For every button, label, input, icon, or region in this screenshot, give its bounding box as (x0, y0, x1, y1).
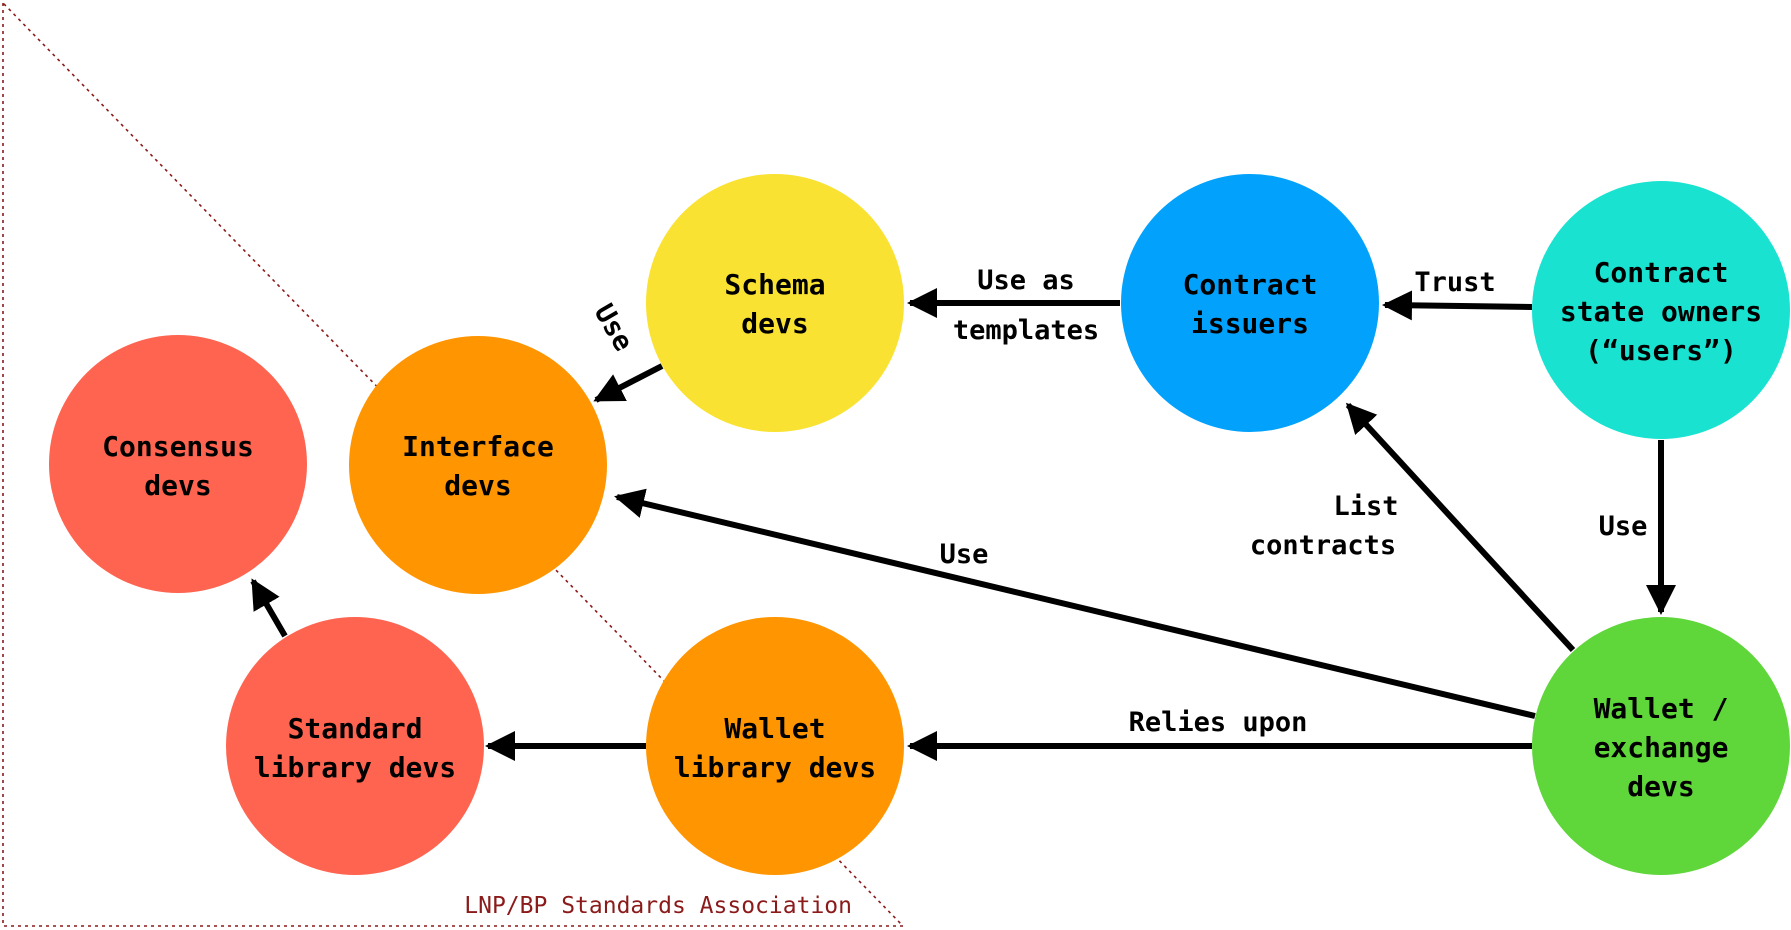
node-contract-state-owners-label-line3: (“users”) (1585, 334, 1737, 367)
edge-wallet-interface-label: Use (940, 539, 989, 570)
edge-standard-consensus-arrow (250, 578, 288, 638)
node-wallet-exchange-devs-label-line2: exchange (1594, 731, 1729, 764)
edge-standard-to-consensus (250, 578, 288, 638)
region-label: LNP/BP Standards Association (464, 893, 852, 919)
node-wallet-library-devs-circle (646, 617, 904, 875)
edge-issuers-schema-label-line2: templates (953, 315, 1099, 346)
node-schema-devs-label-line1: Schema (724, 268, 825, 301)
node-consensus-devs-label-line2: devs (144, 469, 211, 502)
edge-schema-interface-label: Use (588, 299, 639, 357)
edge-owners-issuers-arrow (1382, 290, 1533, 321)
node-wallet-library-devs-label-line1: Wallet (724, 712, 825, 745)
edge-wallet-issuers-label-line1: List (1333, 491, 1398, 522)
node-interface-devs-label-line1: Interface (402, 430, 554, 463)
edge-owners-to-issuers: Trust (1382, 267, 1533, 321)
edge-wallet-to-walletlib: Relies upon (907, 707, 1532, 761)
node-schema-devs-circle (646, 174, 904, 432)
edge-schema-interface-arrow (593, 363, 664, 403)
node-standard-library-devs-circle (226, 617, 484, 875)
edge-wallet-issuers-arrow (1345, 402, 1576, 653)
node-wallet-library-devs: Wallet library devs (646, 617, 904, 875)
node-contract-issuers: Contract issuers (1121, 174, 1379, 432)
region-border (2, 2, 905, 927)
node-interface-devs-label-line2: devs (444, 469, 511, 502)
node-schema-devs-label-line2: devs (741, 307, 808, 340)
node-interface-devs-circle (349, 336, 607, 594)
node-wallet-exchange-devs-label-line1: Wallet / (1594, 692, 1729, 725)
edge-owners-issuers-label: Trust (1414, 267, 1495, 298)
node-schema-devs: Schema devs (646, 174, 904, 432)
node-interface-devs: Interface devs (349, 336, 607, 594)
node-consensus-devs-circle (49, 335, 307, 593)
node-consensus-devs: Consensus devs (49, 335, 307, 593)
standards-association-region: LNP/BP Standards Association (2, 2, 905, 927)
node-contract-issuers-circle (1121, 174, 1379, 432)
node-wallet-exchange-devs: Wallet / exchange devs (1532, 617, 1790, 875)
edge-wallet-to-interface: Use (614, 488, 1536, 719)
node-contract-state-owners-label-line2: state owners (1560, 295, 1762, 328)
edge-wallet-to-issuers: List contracts (1250, 402, 1576, 653)
node-standard-library-devs: Standard library devs (226, 617, 484, 875)
edge-issuers-to-schema: Use as templates (907, 265, 1120, 346)
node-contract-issuers-label-line1: Contract (1183, 268, 1318, 301)
node-wallet-exchange-devs-circle (1532, 617, 1790, 875)
edge-wallet-interface-arrow (614, 488, 1536, 719)
edge-wallet-walletlib-label: Relies upon (1129, 707, 1308, 738)
node-standard-library-devs-label-line1: Standard (288, 712, 423, 745)
nodes: Consensus devs Interface devs Schema dev… (49, 174, 1790, 875)
node-wallet-exchange-devs-label-line3: devs (1627, 770, 1694, 803)
edge-wallet-issuers-label-line2: contracts (1250, 530, 1396, 561)
node-contract-issuers-label-line2: issuers (1191, 307, 1309, 340)
node-contract-state-owners-circle (1532, 181, 1790, 439)
node-wallet-library-devs-label-line2: library devs (674, 751, 876, 784)
node-consensus-devs-label-line1: Consensus (102, 430, 254, 463)
edge-owners-wallet-label: Use (1599, 511, 1648, 542)
node-standard-library-devs-label-line2: library devs (254, 751, 456, 784)
node-contract-state-owners-label-line1: Contract (1594, 256, 1729, 289)
edge-owners-to-wallet: Use (1599, 440, 1676, 615)
edge-issuers-schema-label-line1: Use as (977, 265, 1075, 296)
node-contract-state-owners: Contract state owners (“users”) (1532, 181, 1790, 439)
